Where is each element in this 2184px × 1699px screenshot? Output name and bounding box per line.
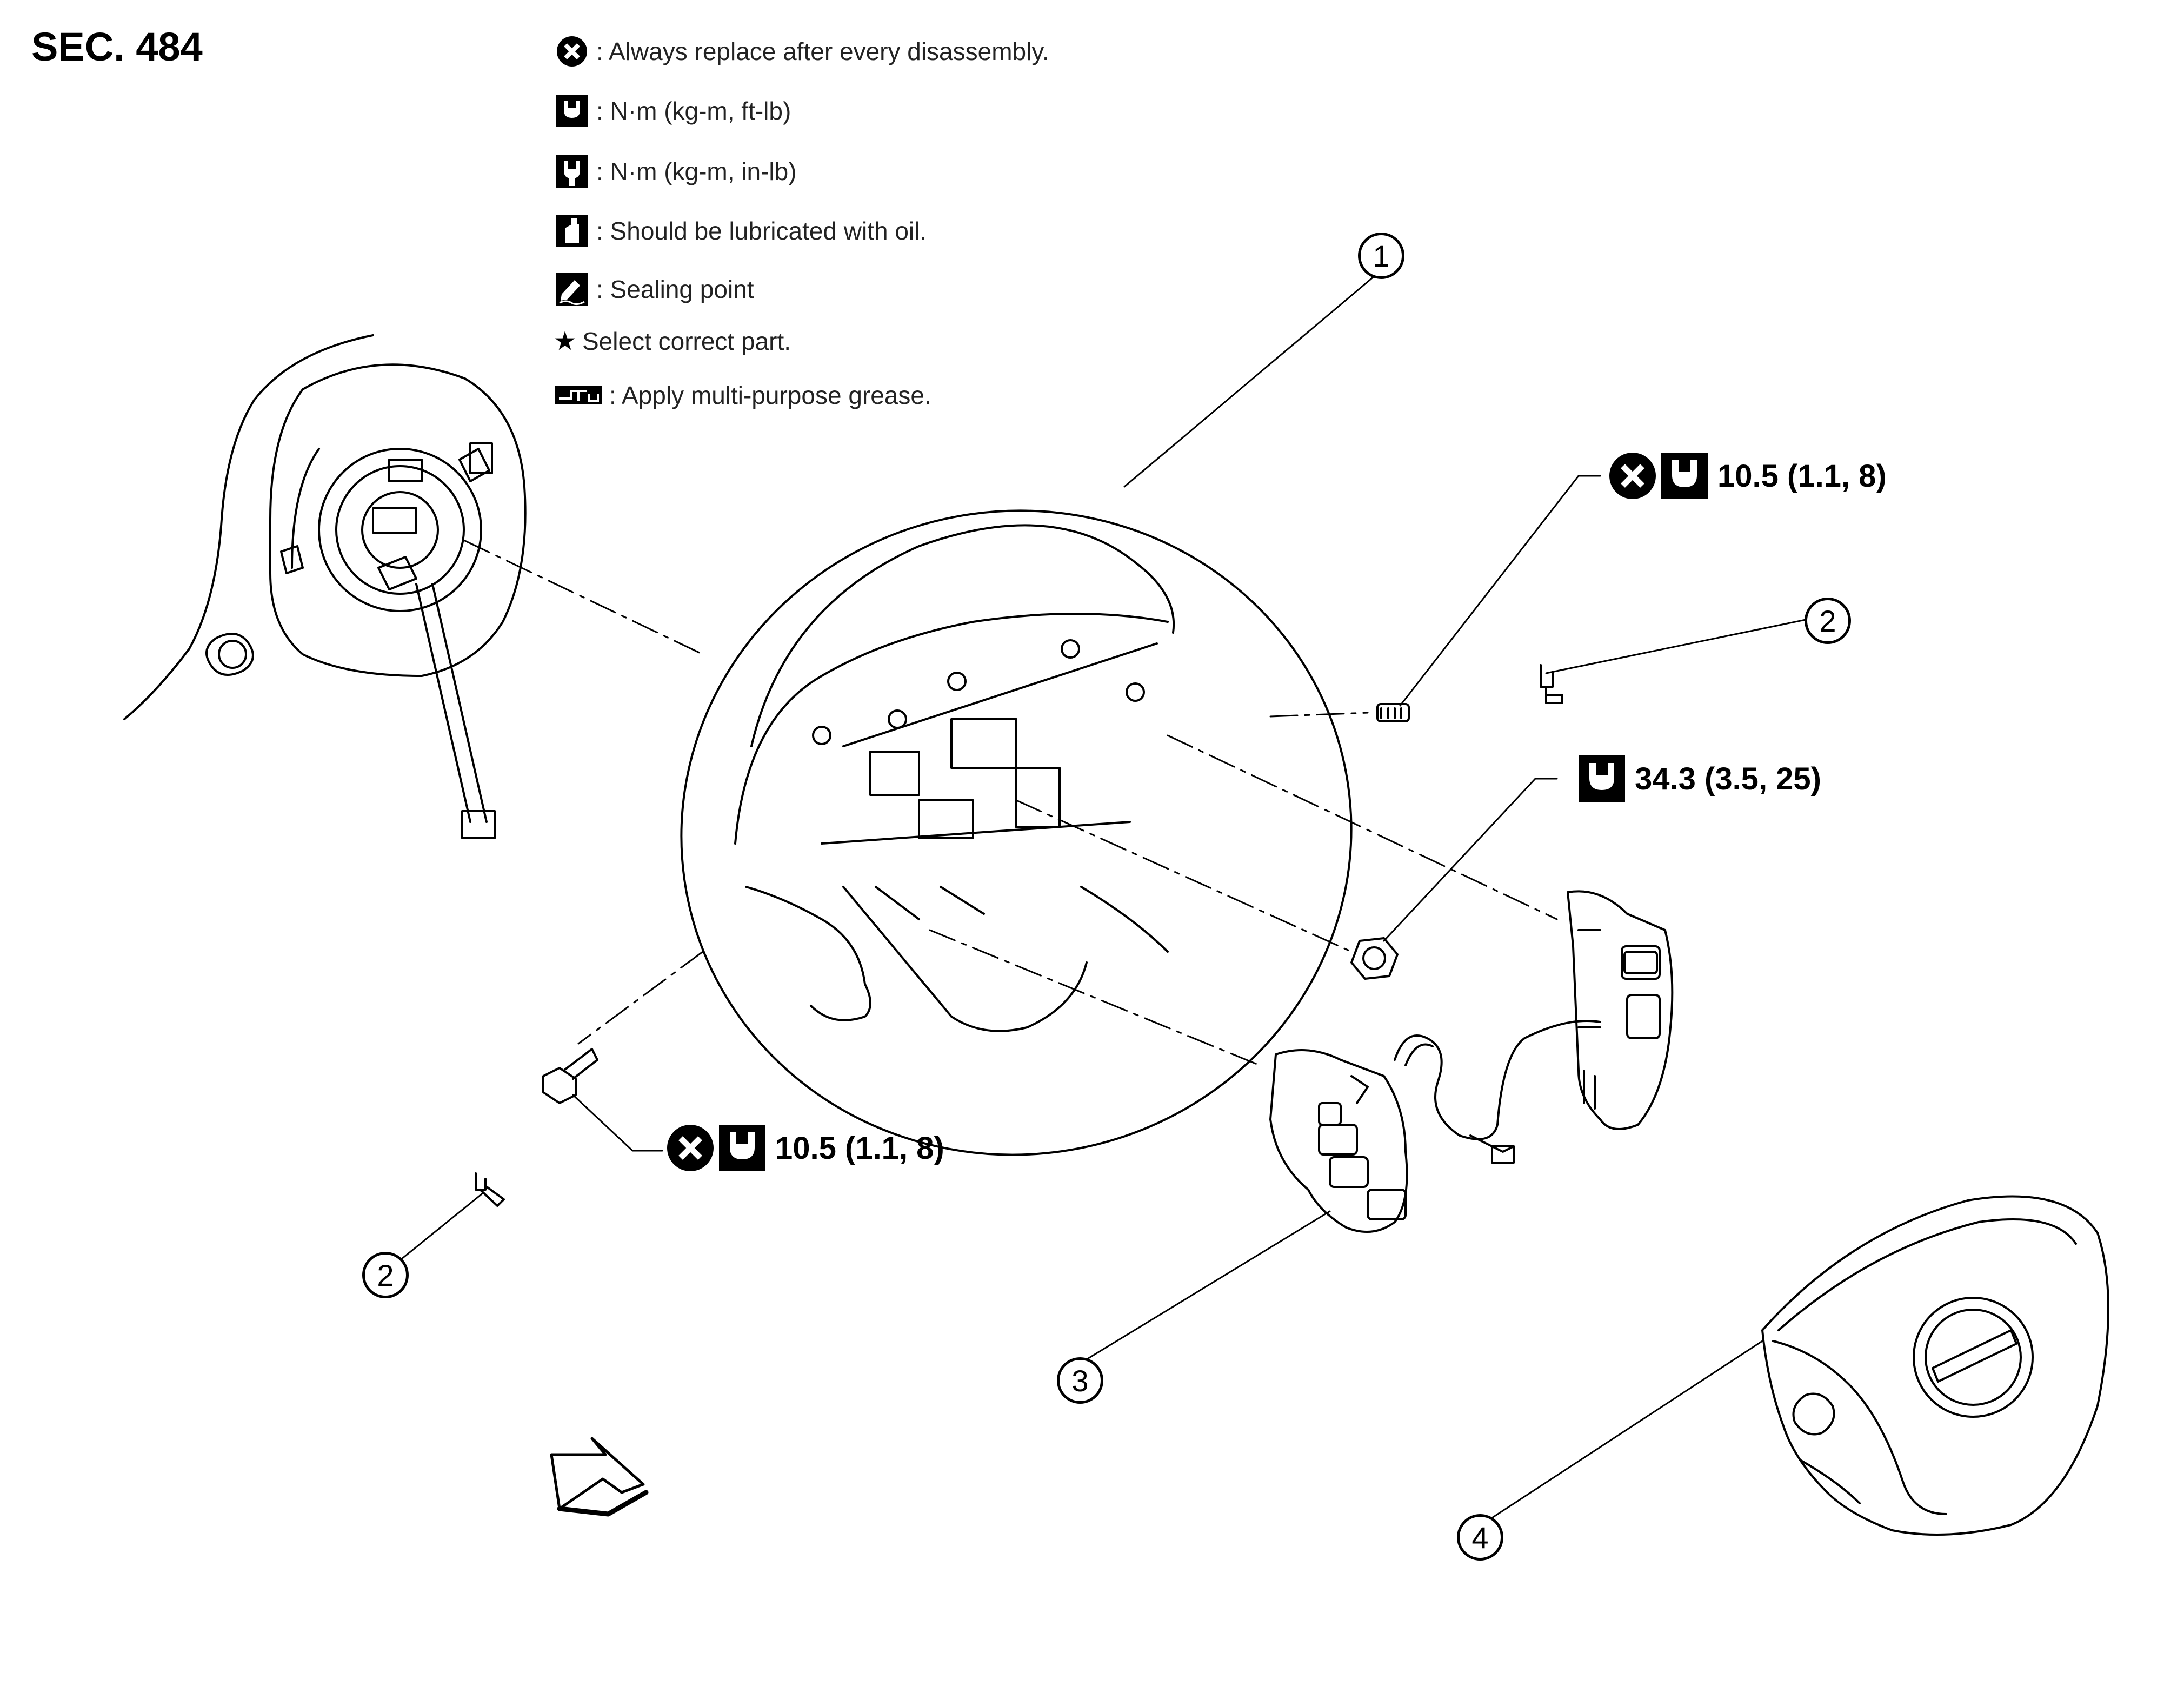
legend-item-sealing: : Sealing point (554, 270, 754, 308)
legend-item-torque-inlb: : N·m (kg-m, in-lb) (554, 152, 797, 190)
clip-right-drawing (1540, 664, 1563, 704)
lower-bolt-drawing (542, 1048, 598, 1104)
nut-drawing (1350, 937, 1399, 980)
replace-x-icon (666, 1124, 715, 1172)
oil-can-icon (554, 213, 590, 249)
legend-item-grease: : Apply multi-purpose grease. (554, 376, 931, 414)
left-switch-drawing (1269, 1020, 1601, 1233)
torque-lower-bolt: 10.5 (1.1, 8) (666, 1124, 944, 1172)
torque-top-bolt: 10.5 (1.1, 8) (1608, 452, 1887, 500)
replace-x-icon (554, 34, 590, 69)
right-switch-drawing (1567, 890, 1674, 1130)
torque-wrench-icon (718, 1124, 767, 1172)
replace-x-icon (1608, 452, 1657, 500)
callout-airbag-module: 4 (1457, 1514, 1503, 1561)
spiral-cable-assembly (123, 334, 527, 839)
steering-wheel-drawing (680, 509, 1353, 1156)
torque-value: 34.3 (3.5, 25) (1635, 761, 1821, 797)
torque-wrench-icon (554, 93, 590, 129)
front-arrow-icon (550, 1437, 649, 1517)
callout-switch-assembly: 3 (1057, 1357, 1103, 1404)
star-icon: ★ (553, 327, 577, 356)
legend-item-replace: : Always replace after every disassembly… (554, 32, 1049, 70)
torque-wrench-icon (1660, 452, 1709, 500)
torque-value: 10.5 (1.1, 8) (775, 1130, 944, 1166)
callout-clip-right: 2 (1805, 598, 1851, 644)
clip-left-drawing (475, 1172, 505, 1207)
legend-item-torque-ftlb: : N·m (kg-m, ft-lb) (554, 92, 791, 130)
section-title: SEC. 484 (31, 24, 203, 69)
torque-value: 10.5 (1.1, 8) (1717, 458, 1887, 494)
grease-icon (554, 377, 603, 413)
airbag-module-drawing (1761, 1195, 2109, 1536)
torque-nut: 34.3 (3.5, 25) (1577, 754, 1821, 803)
leader-lines (389, 269, 1809, 1526)
callout-clip-left: 2 (362, 1252, 409, 1298)
torque-wrench-icon (1577, 754, 1626, 803)
sealing-icon (554, 271, 590, 307)
torque-wrench-small-icon (554, 154, 590, 189)
legend-item-oil: : Should be lubricated with oil. (554, 212, 927, 250)
assembly-lines (464, 540, 1558, 1066)
legend-item-select-part: ★ Select correct part. (553, 322, 791, 360)
upper-bolt-drawing (1376, 703, 1410, 722)
callout-steering-wheel: 1 (1358, 233, 1404, 279)
